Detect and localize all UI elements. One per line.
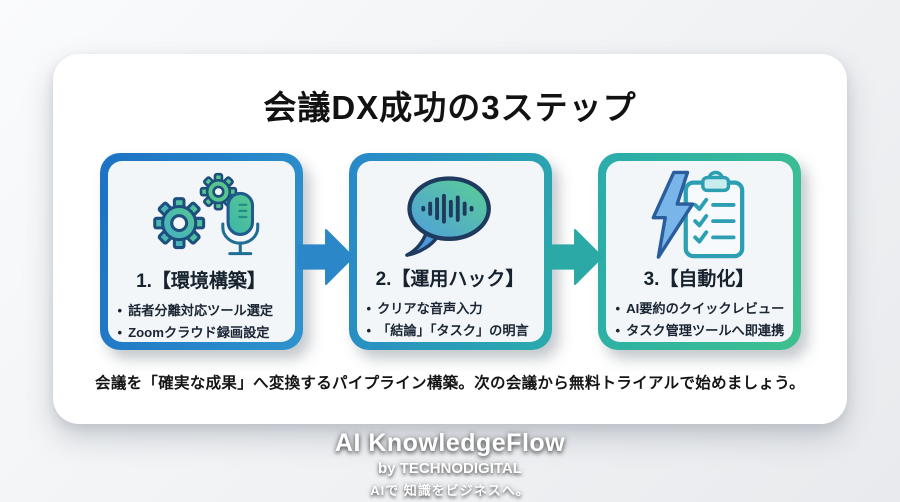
bullet-text: 「結論」「タスク」の明言 — [377, 323, 529, 339]
steps-row: 1.【環境構築】 • 話者分離対応ツール選定 • Zoomクラウド録画設定 — [53, 153, 847, 350]
brand-byline: by TECHNODIGITAL — [378, 460, 522, 477]
bullet-dot: • — [615, 301, 621, 317]
step-card-environment: 1.【環境構築】 • 話者分離対応ツール選定 • Zoomクラウド録画設定 — [99, 153, 303, 350]
step-card-operation: 2.【運用ハック】 • クリアな音声入力 • 「結論」「タスク」の明言 — [348, 153, 552, 350]
tagline: 会議を「確実な成果」へ変換するパイプライン構築。次の会議から無料トライアルで始め… — [95, 375, 805, 392]
bullet-text: 話者分離対応ツール選定 — [128, 303, 274, 318]
lightning-checklist-icon — [651, 170, 745, 259]
bullet-text: クリアな音声入力 — [377, 301, 483, 317]
bullet-dot: • — [117, 324, 123, 340]
step-card-automation: 3.【自動化】 • AI要約のクイックレビュー • タスク管理ツールへ即連携 — [597, 153, 801, 350]
list-item: • AI要約のクイックレビュー — [616, 298, 785, 320]
bullet-dot: • — [615, 323, 621, 339]
icon-wrap — [394, 169, 506, 263]
list-item: • Zoomクラウド録画設定 — [118, 322, 274, 344]
arrow-right-icon — [545, 225, 604, 289]
step-label: 1.【環境構築】 — [136, 271, 266, 292]
bullet-dot: • — [366, 323, 372, 339]
bullet-list: • 話者分離対応ツール選定 • Zoomクラウド録画設定 — [108, 300, 280, 344]
bullet-text: Zoomクラウド録画設定 — [128, 324, 270, 340]
main-card: 会議DX成功の3ステップ — [53, 54, 847, 424]
bullet-text: AI要約のクイックレビュー — [626, 301, 785, 317]
step-inner: 3.【自動化】 • AI要約のクイックレビュー • タスク管理ツールへ即連携 — [605, 161, 793, 342]
step-label: 2.【運用ハック】 — [375, 269, 525, 291]
list-item: • 話者分離対応ツール選定 — [118, 300, 274, 322]
icon-wrap — [640, 169, 758, 263]
brand-slogan: AIで 知識をビジネスへ。 — [370, 483, 530, 498]
speech-bubble-waveform-icon — [405, 176, 491, 258]
arrow-right-icon — [296, 225, 355, 289]
step-inner: 2.【運用ハック】 • クリアな音声入力 • 「結論」「タスク」の明言 — [356, 161, 544, 342]
bullet-dot: • — [366, 301, 372, 317]
icon-wrap — [135, 169, 267, 265]
bullet-text: タスク管理ツールへ即連携 — [626, 323, 785, 339]
footer: AI KnowledgeFlow by TECHNODIGITAL AIで 知識… — [0, 429, 900, 499]
step-label: 3.【自動化】 — [643, 269, 755, 291]
bullet-list: • クリアな音声入力 • 「結論」「タスク」の明言 — [357, 298, 535, 342]
step-inner: 1.【環境構築】 • 話者分離対応ツール選定 • Zoomクラウド録画設定 — [107, 161, 295, 344]
page-title: 会議DX成功の3ステップ — [263, 89, 637, 126]
brand-name: AI KnowledgeFlow — [334, 429, 566, 457]
gears-and-microphone-icon — [153, 172, 260, 256]
bullet-list: • AI要約のクイックレビュー • タスク管理ツールへ即連携 — [606, 298, 791, 342]
list-item: • 「結論」「タスク」の明言 — [367, 320, 529, 342]
list-item: • タスク管理ツールへ即連携 — [616, 320, 785, 342]
bullet-dot: • — [117, 303, 123, 318]
list-item: • クリアな音声入力 — [367, 298, 529, 320]
